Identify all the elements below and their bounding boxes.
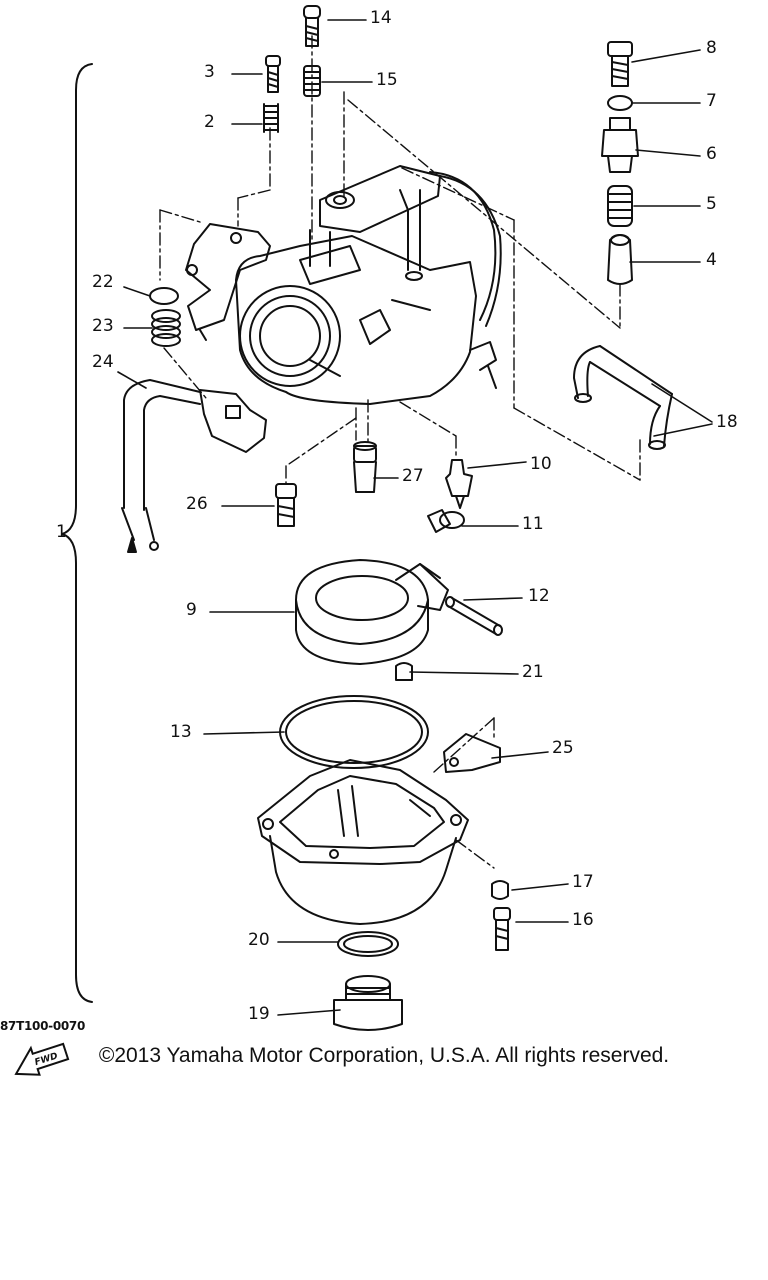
fitting-6 (601, 117, 639, 173)
callout-2: 2 (204, 112, 215, 132)
screw-16 (493, 907, 511, 951)
callout-4: 4 (706, 250, 717, 270)
wire-24 (121, 379, 267, 553)
spring-5 (607, 185, 633, 227)
callout-1: 1 (56, 522, 67, 542)
pin-12 (445, 596, 503, 636)
spring-15 (303, 65, 321, 97)
callout-8: 8 (706, 38, 717, 58)
leader-lines (117, 19, 713, 1016)
float-9 (295, 559, 449, 665)
clip-11 (427, 509, 465, 533)
callout-3: 3 (204, 62, 215, 82)
jet-26 (275, 483, 297, 527)
callout-10: 10 (530, 454, 552, 474)
drain-plug-19 (333, 975, 403, 1031)
callout-18: 18 (716, 412, 738, 432)
callout-13: 13 (170, 722, 192, 742)
callout-11: 11 (522, 514, 544, 534)
callout-7: 7 (706, 91, 717, 111)
diagram-code: 87T100-0070 (0, 1019, 86, 1033)
screw-21 (395, 662, 413, 681)
float-bowl (257, 759, 469, 925)
o-ring-20 (337, 931, 399, 957)
fwd-arrow-icon: FWD (14, 1042, 70, 1076)
washer-7 (607, 95, 633, 111)
callout-21: 21 (522, 662, 544, 682)
callout-20: 20 (248, 930, 270, 950)
callout-27: 27 (402, 466, 424, 486)
callout-5: 5 (706, 194, 717, 214)
callout-26: 26 (186, 494, 208, 514)
exploded-parts-diagram (61, 5, 713, 1031)
washer-22 (149, 287, 179, 305)
plunger-4 (607, 234, 633, 285)
spring-2 (263, 103, 279, 133)
callout-16: 16 (572, 910, 594, 930)
jet-27 (353, 441, 377, 493)
callout-6: 6 (706, 144, 717, 164)
washer-17 (491, 880, 509, 900)
bolt-8 (607, 41, 633, 87)
bracket-25 (443, 733, 501, 773)
callout-15: 15 (376, 70, 398, 90)
callout-9: 9 (186, 600, 197, 620)
screw-3 (265, 55, 281, 93)
gasket-13 (279, 695, 429, 769)
alignment-lines (159, 35, 641, 869)
callout-17: 17 (572, 872, 594, 892)
hose-18 (573, 345, 673, 450)
spring-23 (151, 309, 181, 347)
callout-25: 25 (552, 738, 574, 758)
copyright-text: ©2013 Yamaha Motor Corporation, U.S.A. A… (98, 1044, 670, 1067)
callout-23: 23 (92, 316, 114, 336)
callout-12: 12 (528, 586, 550, 606)
needle-valve-10 (445, 459, 473, 509)
callout-24: 24 (92, 352, 114, 372)
callout-22: 22 (92, 272, 114, 292)
carburetor-body (235, 165, 502, 405)
callout-19: 19 (248, 1004, 270, 1024)
throttle-bracket (185, 223, 271, 341)
assembly-brace (61, 63, 93, 1003)
screw-14 (303, 5, 321, 47)
callout-14: 14 (370, 8, 392, 28)
